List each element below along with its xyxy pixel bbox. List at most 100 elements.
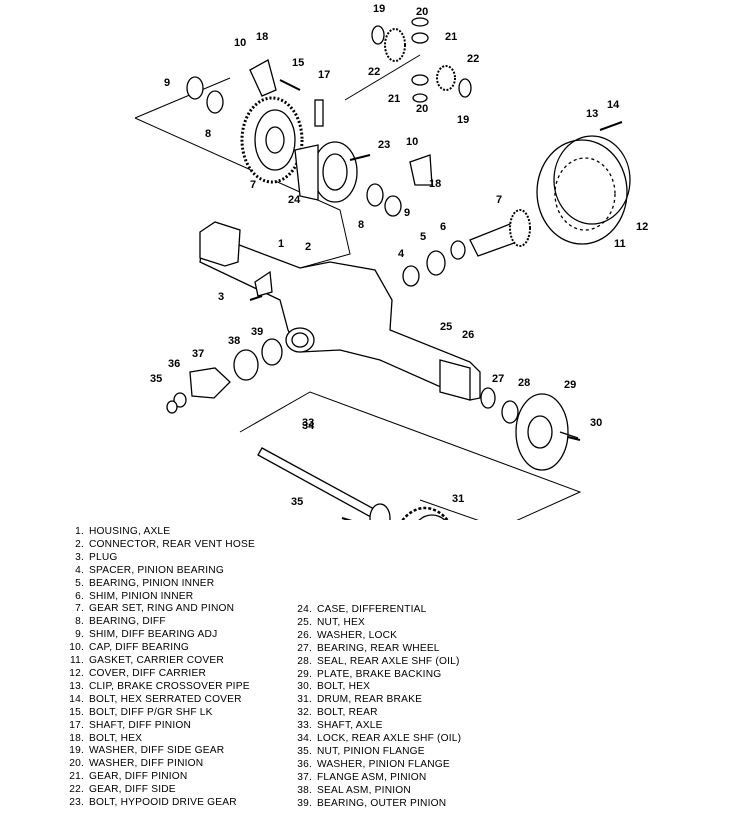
legend-item-number: 27.	[297, 642, 312, 654]
legend-item-text: BOLT, HEX SERRATED COVER	[89, 693, 242, 705]
legend-item: 27. BEARING, REAR WHEEL	[290, 643, 461, 656]
legend-item-text: NUT, PINION FLANGE	[317, 745, 425, 757]
legend-item-text: COVER, DIFF CARRIER	[89, 667, 207, 679]
legend-item: 10.CAP, DIFF BEARING	[62, 642, 255, 655]
callout-number: 22	[368, 66, 380, 78]
callout-number: 2	[305, 241, 311, 253]
callout-number: 12	[636, 221, 648, 233]
legend-item-number: 32.	[297, 707, 312, 719]
legend-item-text: BEARING, DIFF	[89, 616, 166, 628]
callout-number: 28	[518, 377, 530, 389]
legend-item: 13.CLIP, BRAKE CROSSOVER PIPE	[62, 681, 255, 694]
pinion-gear	[402, 209, 531, 287]
callout-number: 8	[205, 128, 211, 140]
legend-item-number: 2.	[75, 538, 84, 550]
legend-item-text: WASHER, DIFF PINION	[89, 758, 204, 770]
legend-item-number: 5.	[75, 577, 84, 589]
legend-item: 25.NUT, HEX	[290, 617, 461, 630]
legend-item: 24.CASE, DIFFERENTIAL	[290, 604, 461, 617]
legend-item-number: 15.	[69, 706, 84, 718]
legend-item-text: WASHER, PINION FLANGE	[317, 758, 450, 770]
legend-item-number: 4.	[75, 564, 84, 576]
legend-item-number: 9.	[75, 629, 84, 641]
callout-number: 26	[462, 329, 474, 341]
ring-gear	[240, 96, 304, 184]
legend-item-number: 39.	[297, 797, 312, 809]
callout-number: 19	[457, 114, 469, 126]
legend-item-number: 18.	[69, 732, 84, 744]
legend-item: 26.WASHER, LOCK	[290, 630, 461, 643]
legend-item-number: 21.	[69, 771, 84, 783]
legend-item-text: CAP, DIFF BEARING	[89, 642, 190, 654]
legend-item-number: 19.	[69, 745, 84, 757]
callout-number: 35	[150, 373, 162, 385]
callout-number: 21	[445, 31, 457, 43]
legend-item-text: GEAR SET, RING AND PINON	[89, 603, 235, 615]
legend-item: 2. CONNECTOR, REAR VENT HOSE	[62, 539, 255, 552]
legend-item: 38.SEAL ASM, PINION	[290, 785, 461, 798]
legend-item-number: 36.	[297, 758, 312, 770]
legend-item: 33.SHAFT, AXLE	[290, 720, 461, 733]
legend-item-text: SHIM, PINION INNER	[89, 590, 194, 602]
legend-item-text: DRUM, REAR BRAKE	[317, 694, 423, 706]
pinion-flange-assembly	[166, 338, 283, 414]
legend-item: 4. SPACER, PINION BEARING	[62, 565, 255, 578]
legend-item: 5.BEARING, PINION INNER	[62, 578, 255, 591]
legend-item-text: BOLT, HEX	[317, 681, 371, 693]
legend-item: 12.COVER, DIFF CARRIER	[62, 668, 255, 681]
callout-number: 22	[467, 53, 479, 65]
legend-item: 30.BOLT, HEX	[290, 681, 461, 694]
upper-group-outline	[134, 54, 421, 269]
legend-item-number: 13.	[69, 680, 84, 692]
callout-number: 35	[291, 496, 303, 508]
legend-item-number: 8.	[75, 616, 84, 628]
callout-number: 18	[256, 31, 268, 43]
left-diff-bearing	[186, 59, 277, 114]
callout-number: 24	[288, 194, 301, 206]
right-diff-bearing	[366, 154, 433, 217]
callout-number: 15	[292, 57, 304, 69]
legend-item: 19. WASHER, DIFF SIDE GEAR	[62, 745, 255, 758]
callout-number: 18	[429, 178, 441, 190]
legend-item-text: CASE, DIFFERENTIAL	[317, 604, 427, 615]
brake-backing-plate	[480, 387, 579, 471]
callout-number: 19	[373, 3, 385, 15]
legend-item-text: HOUSING, AXLE	[89, 526, 171, 537]
legend-item: 17.SHAFT, DIFF PINION	[62, 720, 255, 733]
legend-item: 39.BEARING, OUTER PINION	[290, 798, 461, 811]
callout-number: 36	[168, 358, 180, 370]
legend-item: 11.GASKET, CARRIER COVER	[62, 655, 255, 668]
callout-number: 14	[607, 99, 620, 111]
legend-item-text: SHIM, DIFF BEARING ADJ	[89, 629, 218, 641]
legend-item-text: BEARING, REAR WHEEL	[317, 642, 440, 654]
legend-item-text: BOLT, REAR	[317, 707, 378, 719]
callout-number: 17	[318, 69, 330, 81]
legend-item-text: WASHER, DIFF SIDE GEAR	[89, 745, 225, 757]
legend-item: 7.GEAR SET, RING AND PINON	[62, 603, 255, 616]
legend-item: 21.GEAR, DIFF PINION	[62, 771, 255, 784]
axle-housing	[199, 221, 481, 401]
legend-item: 36. WASHER, PINION FLANGE	[290, 759, 461, 772]
legend-item-text: SEAL, REAR AXLE SHF (OIL)	[317, 655, 460, 667]
legend-item: 6.SHIM, PINION INNER	[62, 591, 255, 604]
legend-item-number: 11.	[69, 655, 84, 667]
legend-item-number: 28.	[297, 655, 312, 667]
legend-item: 1.HOUSING, AXLE	[62, 526, 255, 539]
brake-drum	[401, 506, 449, 520]
legend-item-text: SEAL ASM, PINION	[317, 784, 411, 796]
legend-item-text: PLUG	[89, 551, 118, 563]
legend-item-number: 17.	[69, 719, 84, 731]
carrier-cover	[536, 135, 631, 245]
callout-number: 20	[416, 6, 428, 18]
legend-item-text: SPACER, PINION BEARING	[89, 564, 224, 576]
callout-number: 37	[192, 348, 204, 360]
legend-item-number: 33.	[297, 720, 312, 732]
callout-number: 25	[440, 321, 452, 333]
legend-item-number: 23.	[69, 797, 84, 809]
callout-number: 13	[586, 108, 598, 120]
legend-item-text: CONNECTOR, REAR VENT HOSE	[89, 538, 255, 550]
callout-number: 33	[302, 417, 314, 429]
callout-number: 34	[302, 420, 315, 432]
